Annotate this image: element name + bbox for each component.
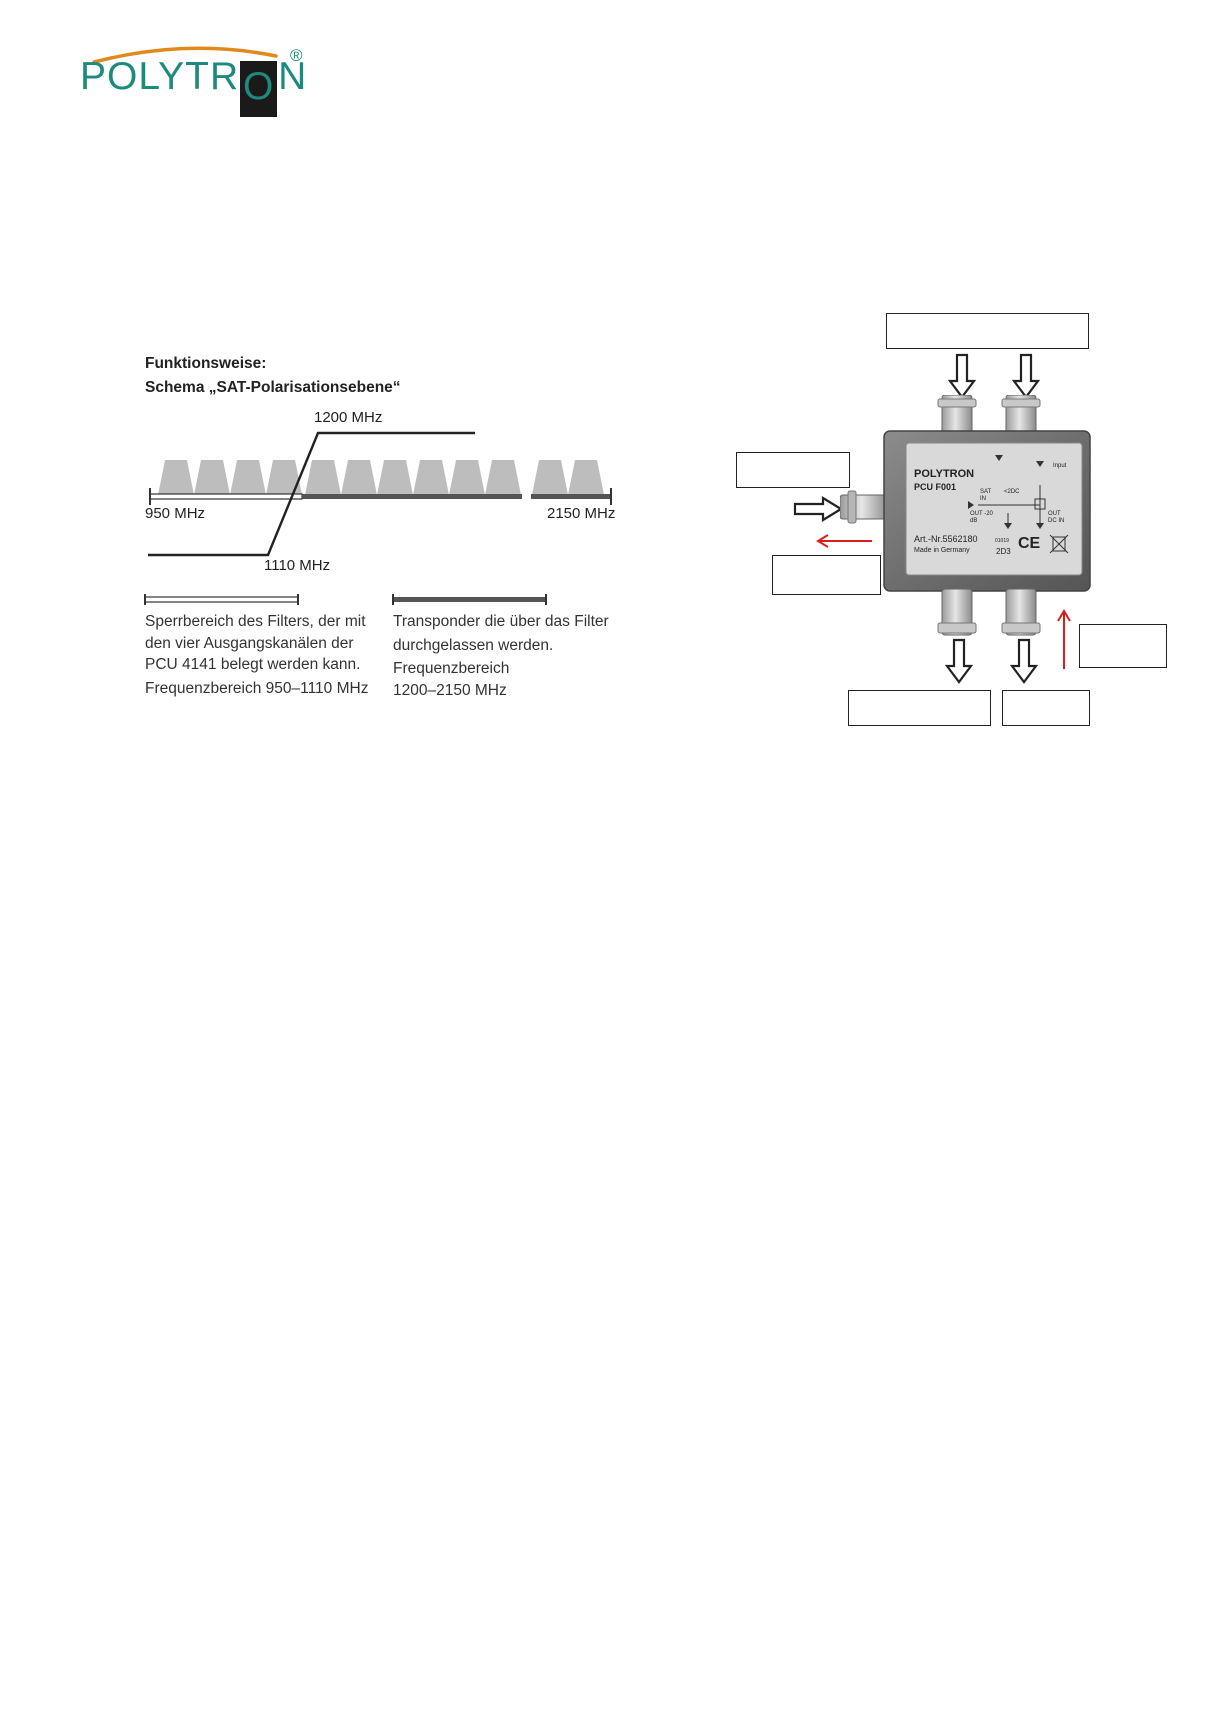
label-950-mhz: 950 MHz [145,505,205,522]
legend-stop-band-text: Sperrbereich des Filters, der mit den vi… [145,611,368,699]
logo-o-block: O [240,61,277,117]
arrow-down-icon-top-right [1012,353,1040,399]
transponder-7 [377,460,413,495]
transponder-shapes [158,460,604,495]
connector-bottom-left [938,589,976,635]
label-box-bottom-left [848,690,991,726]
transponder-2 [194,460,230,495]
device-sat-in: SAT IN [980,489,996,503]
legend-stop-line1: Sperrbereich des Filters, der mit [145,611,368,633]
logo-text-left: POLYTR [80,55,239,98]
transponder-10 [485,460,521,495]
connector-left [840,491,888,523]
device-input-label: Input [1053,463,1066,469]
device-code-2d3: 2D3 [996,547,1011,556]
transponder-6 [341,460,377,495]
transponder-3 [230,460,266,495]
device-made-in: Made in Germany [914,547,970,554]
device-code-small: 01019 [995,538,1009,544]
transponder-4 [266,460,302,495]
arrow-right-icon-input [793,496,843,522]
arrow-down-icon-bottom-left [945,638,973,684]
label-box-top [886,313,1089,349]
legend-stop-band-icon [143,594,301,606]
device-out-dcin: OUT DC IN [1048,511,1068,525]
transponder-12 [568,460,604,495]
legend-stop-line4: Frequenzbereich 950–1110 MHz [145,678,368,700]
legend-pass-line4: 1200–2150 MHz [393,680,609,702]
legend-pass-band-icon [391,594,549,606]
legend-stop-line2: den vier Ausgangskanälen der [145,633,368,655]
transponder-8 [413,460,449,495]
frequency-schema-diagram [140,420,620,570]
device-article-number: Art.-Nr.5562180 [914,534,978,544]
schema-title: Funktionsweise: Schema „SAT-Polarisation… [145,352,401,400]
legend-pass-band-text: Transponder die über das Filter durchgel… [393,611,609,701]
arrow-down-icon-bottom-right [1010,638,1038,684]
device-brand: POLYTRON [914,468,974,480]
legend-pass-line1: Transponder die über das Filter [393,611,609,633]
schema-title-line2: Schema „SAT-Polarisationsebene“ [145,376,401,400]
transponder-1 [158,460,194,495]
connector-bottom-right [1002,589,1040,635]
connector-top-left [938,395,976,433]
legend-pass-line2: durchgelassen werden. [393,635,609,657]
transponder-11 [532,460,568,495]
polytron-logo: POLYTRON ® [80,44,310,110]
arrow-down-icon-top-left [948,353,976,399]
legend-stop-line3: PCU 4141 belegt werden kann. [145,654,368,676]
connector-top-right [1002,395,1040,433]
schema-title-line1: Funktionsweise: [145,352,401,376]
device-out-minus20: OUT -20 dB [970,511,998,525]
device-ce-mark: CE [1018,535,1040,553]
label-1110-mhz: 1110 MHz [264,557,330,574]
device-dc: <2DC [1004,489,1020,495]
label-2150-mhz: 2150 MHz [547,505,615,522]
label-box-left-input [736,452,850,488]
transponder-9 [449,460,485,495]
transponder-5 [305,460,341,495]
label-1200-mhz: 1200 MHz [314,409,382,426]
label-box-bottom-right [1002,690,1090,726]
registered-mark: ® [290,46,303,66]
stop-band-bar [150,494,302,499]
pass-band-bar-right [531,494,610,499]
pass-band-bar [302,494,522,499]
device-model: PCU F001 [914,482,956,492]
legend-pass-line3: Frequenzbereich [393,658,609,680]
